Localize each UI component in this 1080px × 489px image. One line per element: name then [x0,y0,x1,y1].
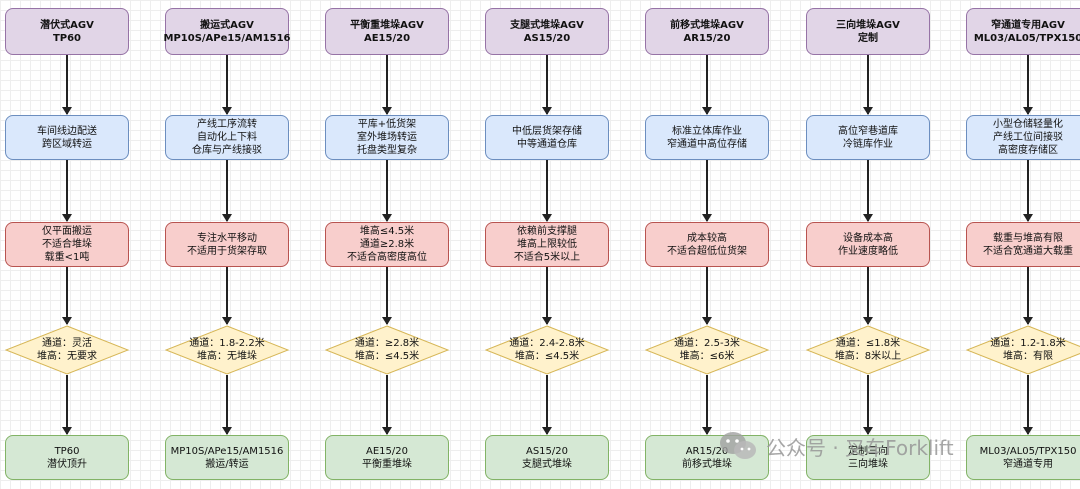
column-tp60: 潜伏式AGV TP60 车间线边配送 跨区域转运 仅平面搬运 不适合堆垛 载重<… [5,0,129,489]
column-three-way: 三向堆垛AGV 定制 高位窄巷道库 冷链库作业 设备成本高 作业速度略低 通道：… [806,0,930,489]
condition-text: 通道：1.2-1.8米 堆高：有限 [990,338,1066,362]
connector-arrow [702,160,712,222]
title-node: 平衡重堆垛AGV AE15/20 [325,8,449,55]
connector-arrow [382,375,392,435]
connector-arrow [702,375,712,435]
scenario-node: 小型仓储轻量化 产线工位间接驳 高密度存储区 [966,115,1080,160]
condition-diamond: 通道：2.5-3米 堆高：≤6米 [645,325,769,375]
scenario-node: 车间线边配送 跨区域转运 [5,115,129,160]
scenario-node: 产线工序流转 自动化上下料 仓库与产线接驳 [165,115,289,160]
connector-arrow [1023,267,1033,325]
condition-text: 通道：≥2.8米 堆高：≤4.5米 [354,338,420,362]
connector-arrow [222,375,232,435]
title-node: 潜伏式AGV TP60 [5,8,129,55]
diamond-shape [165,325,289,375]
limitation-node: 载重与堆高有限 不适合宽通道大载重 [966,222,1080,267]
connector-arrow [1023,375,1033,435]
title-node: 支腿式堆垛AGV AS15/20 [485,8,609,55]
column-ar15: 前移式堆垛AGV AR15/20 标准立体库作业 窄通道中高位存储 成本较高 不… [645,0,769,489]
diamond-shape [966,325,1080,375]
connector-arrow [702,267,712,325]
connector-arrow [542,160,552,222]
title-node: 前移式堆垛AGV AR15/20 [645,8,769,55]
connector-arrow [542,55,552,115]
limitation-node: 设备成本高 作业速度略低 [806,222,930,267]
scenario-node: 平库+低货架 室外堆场转运 托盘类型复杂 [325,115,449,160]
connector-arrow [542,375,552,435]
condition-diamond: 通道：灵活 堆高：无要求 [5,325,129,375]
connector-arrow [222,267,232,325]
result-node: AR15/20 前移式堆垛 [645,435,769,480]
scenario-node: 中低层货架存储 中等通道仓库 [485,115,609,160]
connector-arrow [863,375,873,435]
condition-diamond: 通道：1.2-1.8米 堆高：有限 [966,325,1080,375]
diamond-shape [5,325,129,375]
limitation-node: 成本较高 不适合超低位货架 [645,222,769,267]
connector-arrow [863,160,873,222]
title-node: 窄通道专用AGV ML03/AL05/TPX150 [966,8,1080,55]
connector-arrow [702,55,712,115]
connector-arrow [222,160,232,222]
column-ae15: 平衡重堆垛AGV AE15/20 平库+低货架 室外堆场转运 托盘类型复杂 堆高… [325,0,449,489]
connector-arrow [62,160,72,222]
connector-arrow [1023,55,1033,115]
connector-arrow [62,375,72,435]
column-narrow-aisle: 窄通道专用AGV ML03/AL05/TPX150 小型仓储轻量化 产线工位间接… [966,0,1080,489]
condition-diamond: 通道：2.4-2.8米 堆高：≤4.5米 [485,325,609,375]
diamond-shape [645,325,769,375]
limitation-node: 专注水平移动 不适用于货架存取 [165,222,289,267]
title-node: 三向堆垛AGV 定制 [806,8,930,55]
condition-diamond: 通道：≤1.8米 堆高：8米以上 [806,325,930,375]
connector-arrow [222,55,232,115]
connector-arrow [62,267,72,325]
scenario-node: 标准立体库作业 窄通道中高位存储 [645,115,769,160]
diamond-shape [485,325,609,375]
result-node: TP60 潜伏顶升 [5,435,129,480]
condition-text: 通道：2.5-3米 堆高：≤6米 [674,338,740,362]
result-node: 定制三向 三向堆垛 [806,435,930,480]
result-node: ML03/AL05/TPX150 窄通道专用 [966,435,1080,480]
result-node: MP10S/APe15/AM1516 搬运/转运 [165,435,289,480]
connector-arrow [863,55,873,115]
connector-arrow [382,160,392,222]
diamond-shape [806,325,930,375]
condition-diamond: 通道：≥2.8米 堆高：≤4.5米 [325,325,449,375]
column-as15: 支腿式堆垛AGV AS15/20 中低层货架存储 中等通道仓库 依赖前支撑腿 堆… [485,0,609,489]
condition-text: 通道：灵活 堆高：无要求 [37,338,97,362]
result-node: AE15/20 平衡重堆垛 [325,435,449,480]
condition-text: 通道：≤1.8米 堆高：8米以上 [834,338,902,362]
condition-text: 通道：1.8-2.2米 堆高：无堆垛 [189,338,265,362]
scenario-node: 高位窄巷道库 冷链库作业 [806,115,930,160]
title-node: 搬运式AGV MP10S/APe15/AM1516 [164,8,291,55]
result-node: AS15/20 支腿式堆垛 [485,435,609,480]
condition-diamond: 通道：1.8-2.2米 堆高：无堆垛 [165,325,289,375]
connector-arrow [542,267,552,325]
connector-arrow [1023,160,1033,222]
limitation-node: 依赖前支撑腿 堆高上限较低 不适合5米以上 [485,222,609,267]
limitation-node: 仅平面搬运 不适合堆垛 载重<1吨 [5,222,129,267]
column-mp10s: 搬运式AGV MP10S/APe15/AM1516 产线工序流转 自动化上下料 … [164,0,291,489]
connector-arrow [62,55,72,115]
connector-arrow [382,267,392,325]
limitation-node: 堆高≤4.5米 通道≥2.8米 不适合高密度高位 [325,222,449,267]
connector-arrow [382,55,392,115]
condition-text: 通道：2.4-2.8米 堆高：≤4.5米 [509,338,585,362]
connector-arrow [863,267,873,325]
diamond-shape [325,325,449,375]
